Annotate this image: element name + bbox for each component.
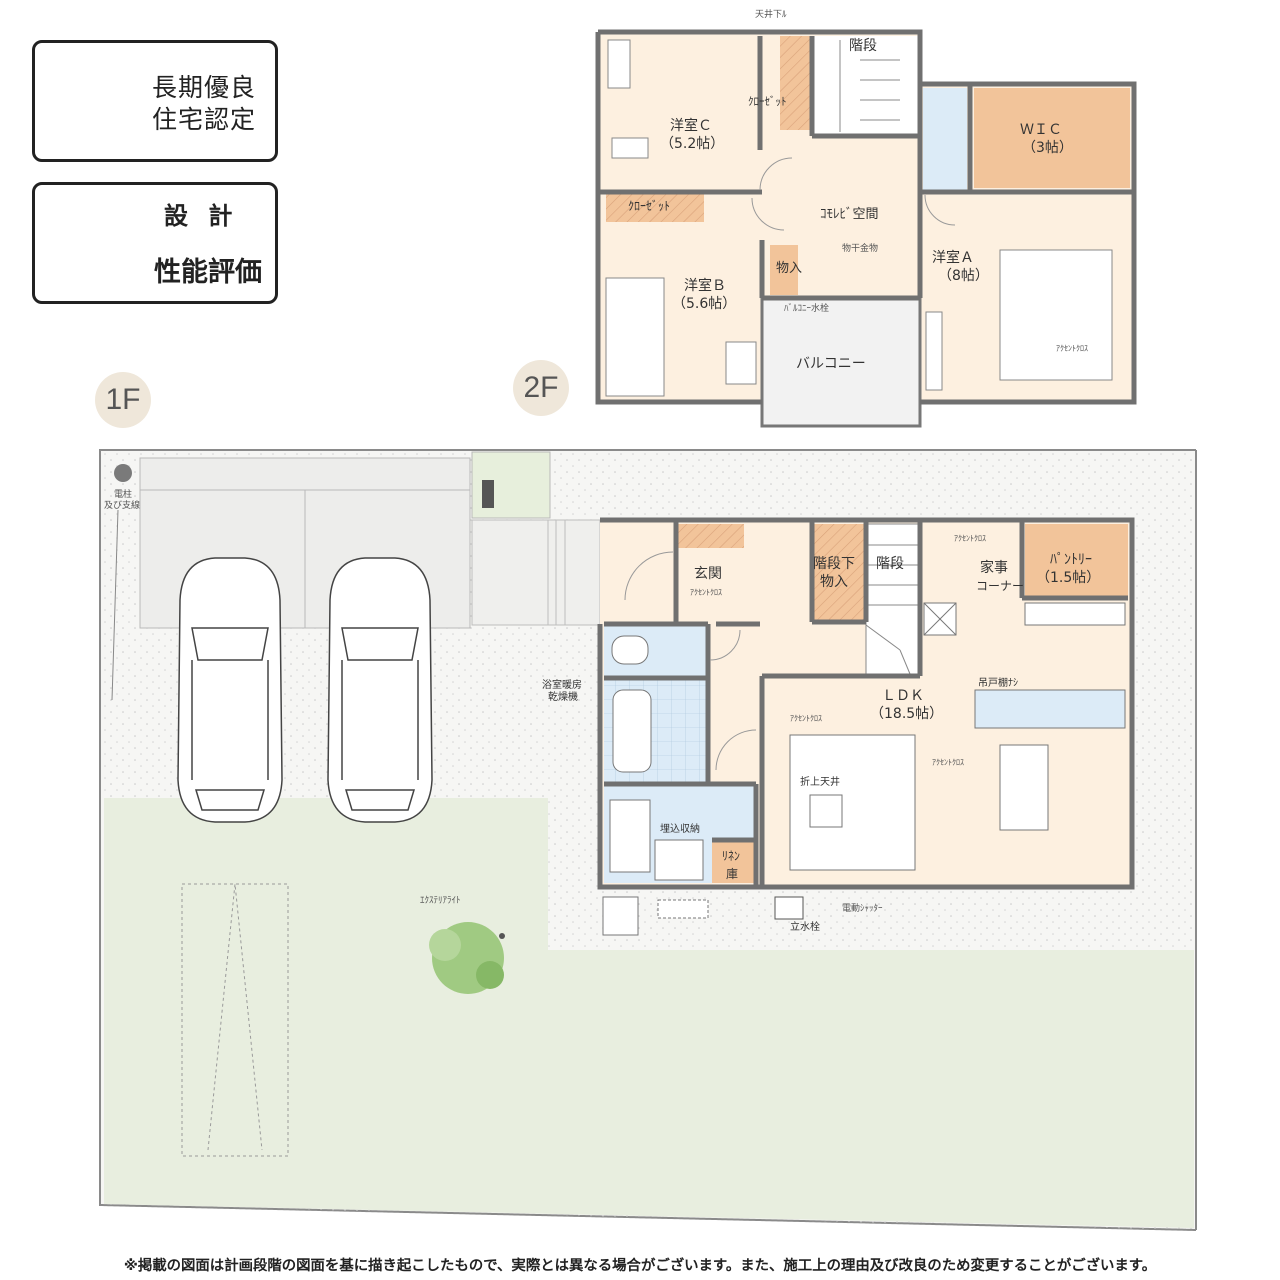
balcony-label: バルコニー — [796, 356, 866, 372]
floor-tag-1f: 1F — [95, 372, 151, 428]
faucet-icon — [774, 896, 804, 920]
under-stairs-line2: 物入 — [820, 574, 848, 590]
closet-b-fill — [606, 194, 704, 222]
fixtures-1f — [609, 602, 1126, 881]
accent-cloth-ldk-label: ｱｸｾﾝﾄｸﾛｽ — [932, 758, 964, 767]
entrance-label: 玄関 — [694, 566, 722, 582]
shoe-storage — [678, 524, 744, 548]
pole-label-line1: 電柱 — [114, 490, 133, 500]
ldk-name: ＬＤＫ — [882, 688, 924, 704]
ldk-size: （18.5帖） — [870, 706, 944, 722]
car-right-icon — [327, 557, 433, 823]
drying-hardware-label: 物干金物 — [842, 244, 879, 254]
room-a-name: 洋室Ａ — [932, 250, 974, 266]
performance-evaluation-badge — [32, 182, 278, 304]
exterior-light-label: ｴｸｽﾃﾘｱﾗｲﾄ — [420, 896, 461, 906]
car-left-icon — [177, 557, 283, 823]
bath-heater-line2: 乾燥機 — [548, 692, 578, 703]
linen-fill — [712, 842, 756, 883]
approach-steps — [471, 519, 601, 626]
faucet-label: 立水栓 — [790, 922, 820, 933]
tree-icon — [429, 922, 505, 994]
stairs-2f-label: 階段 — [849, 38, 877, 54]
room-b-name: 洋室Ｂ — [684, 278, 726, 294]
housework-line2: コーナー — [976, 579, 1025, 593]
long-term-badge-line2: 住宅認定 — [152, 105, 257, 134]
closet-c-fill — [780, 36, 810, 130]
walls-2f — [595, 29, 1137, 405]
wic-fill — [974, 88, 1130, 188]
door-swings-2f — [751, 157, 956, 231]
linen-line2: 庫 — [726, 867, 739, 881]
beds-2f — [605, 39, 1113, 397]
wic-size: （3帖） — [1022, 140, 1073, 156]
entrance-accent-label: ｱｸｾﾝﾄｸﾛｽ — [690, 588, 722, 597]
walls-1f — [597, 517, 1135, 890]
closet-b-label: ｸﾛｰｾﾞｯﾄ — [628, 199, 671, 213]
balcony-faucet-label: ﾊﾞﾙｺﾆｰ水栓 — [784, 304, 830, 314]
outdoor-unit — [602, 896, 639, 936]
room-b-size: （5.6帖） — [672, 296, 737, 312]
electric-shutter-label: 電動ｼｬｯﾀｰ — [842, 904, 883, 914]
room-a-size: （8帖） — [938, 268, 989, 284]
built-in-storage-label: 埋込収納 — [660, 824, 700, 835]
performance-badge-line2: 性能評価 — [154, 257, 262, 288]
door-swings-1f — [624, 551, 757, 771]
lawn-area — [104, 798, 1194, 1228]
utility-pole-icon — [114, 464, 132, 482]
performance-badge-line1: 設 計 — [164, 202, 239, 230]
room-c-size: （5.2帖） — [660, 136, 725, 152]
first-floor-building — [597, 517, 1135, 890]
komorebi-space-label: ｺﾓﾚﾋﾞ空間 — [820, 207, 879, 222]
ceiling-down-label: 天井下ﾙ — [755, 10, 787, 20]
storage-fill — [770, 245, 798, 295]
pantry-name: ﾊﾟﾝﾄﾘｰ — [1050, 552, 1092, 568]
closet-c-label: ｸﾛｰｾﾞｯﾄ — [748, 95, 787, 108]
disclaimer-note: ※掲載の図面は計画段階の図面を基に描き起こしたもので、実際とは異なる場合がござい… — [123, 1258, 1157, 1274]
housework-line1: 家事 — [980, 560, 1008, 576]
hanging-shelf-label: 吊戸棚ﾅｼ — [978, 678, 1018, 689]
storage-2f-label: 物入 — [776, 261, 803, 276]
room-c-name: 洋室Ｃ — [670, 118, 712, 134]
folded-ceiling-label: 折上天井 — [800, 777, 840, 788]
pantry-fill — [1025, 524, 1128, 596]
accent-cloth-2f-label: ｱｸｾﾝﾄｸﾛｽ — [1056, 344, 1088, 353]
pole-label-line2: 及び支線 — [104, 501, 141, 511]
long-term-badge-line1: 長期優良 — [152, 73, 257, 102]
floor-tag-2f: 2F — [513, 360, 569, 416]
second-floor-building — [595, 29, 1137, 428]
toilet-2f — [923, 88, 967, 190]
accent-cloth-left-label: ｱｸｾﾝﾄｸﾛｽ — [790, 714, 822, 723]
pantry-size: （1.5帖） — [1036, 570, 1101, 586]
corridor-2f — [800, 140, 918, 295]
linen-line1: ﾘﾈﾝ — [722, 849, 741, 863]
under-stairs-storage — [814, 524, 864, 620]
wic-name: ＷＩＣ — [1020, 122, 1062, 138]
outdoor-unit-2 — [657, 899, 709, 919]
driveway-markings — [181, 883, 289, 1157]
stairs-1f — [865, 523, 921, 675]
long-term-housing-badge — [32, 40, 278, 162]
under-stairs-line1: 階段下 — [813, 556, 855, 572]
stairs-area-2f — [812, 36, 920, 136]
stairs-1f-label: 階段 — [876, 556, 904, 572]
accent-cloth-kitchen-label: ｱｸｾﾝﾄｸﾛｽ — [954, 534, 986, 543]
bath-heater-line1: 浴室暖房 — [542, 680, 582, 691]
